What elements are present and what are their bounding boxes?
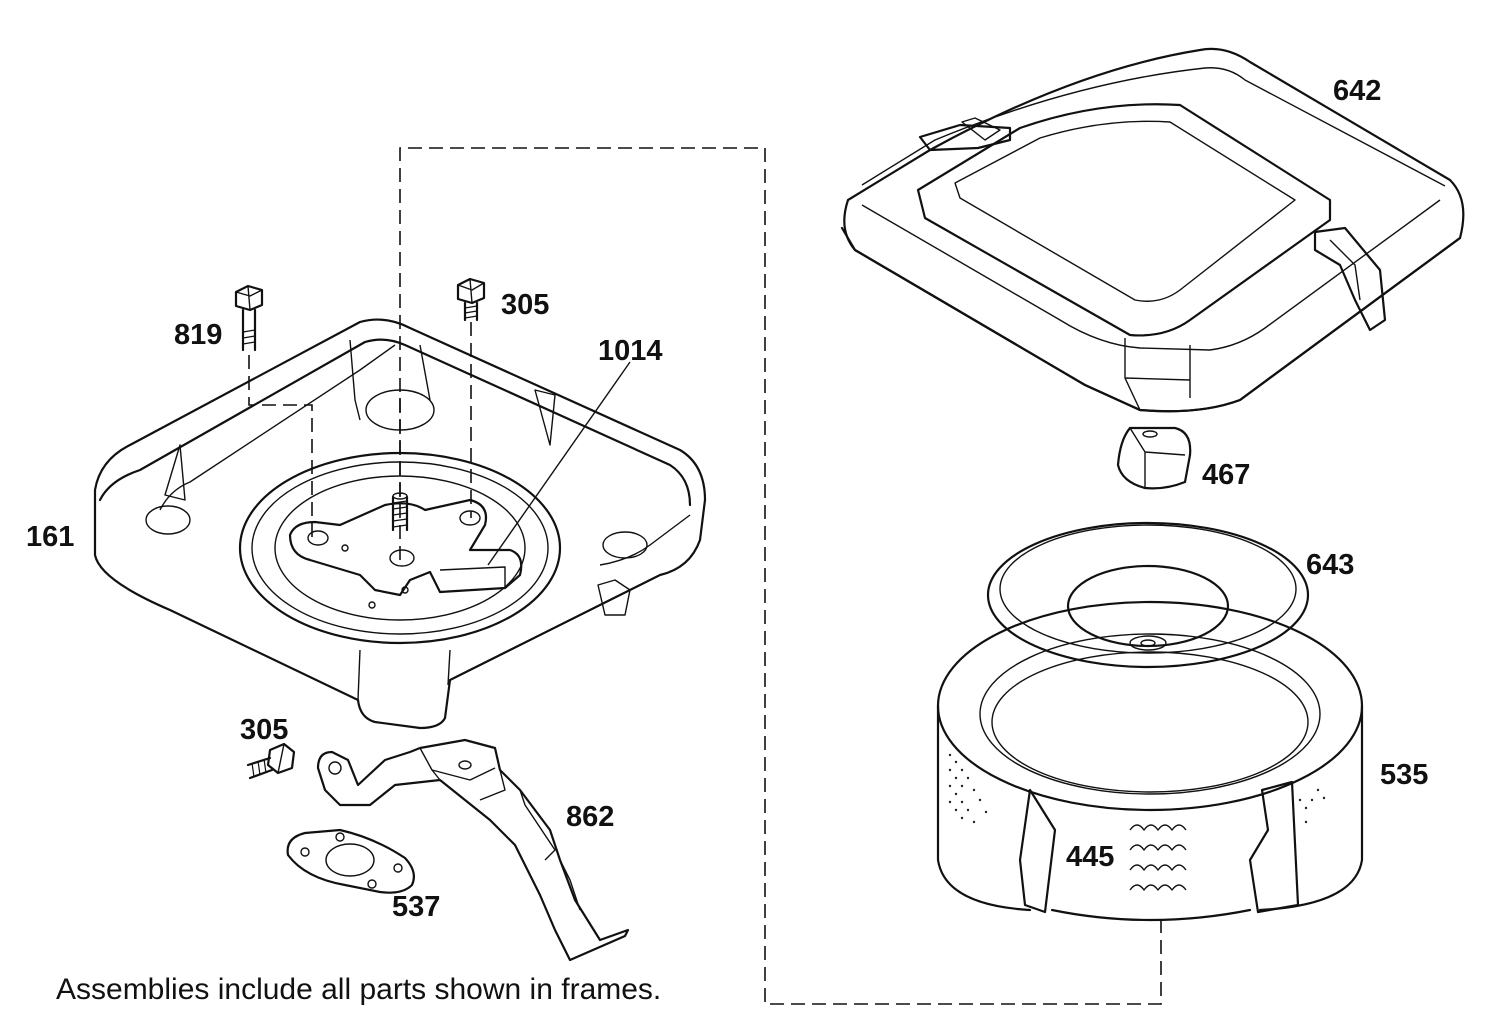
air-filter-cartridge [936, 600, 1364, 922]
air-cleaner-cover [840, 47, 1465, 413]
gasket [286, 828, 415, 894]
label-642: 642 [1333, 75, 1381, 107]
leader-lines [248, 322, 631, 566]
precleaner-cap [986, 521, 1310, 669]
label-1014: 1014 [598, 335, 663, 367]
part-labels: 642 467 643 535 445 161 819 305 1014 305… [26, 75, 1428, 923]
label-305-bottom: 305 [240, 714, 288, 746]
wing-knob [1116, 426, 1192, 490]
label-862: 862 [566, 801, 614, 833]
label-643: 643 [1306, 549, 1354, 581]
caption: Assemblies include all parts shown in fr… [56, 973, 661, 1006]
screw-bottom [246, 742, 296, 780]
label-819: 819 [174, 319, 222, 351]
label-467: 467 [1202, 459, 1250, 491]
bolt [234, 284, 264, 352]
label-535: 535 [1380, 759, 1428, 791]
assembly-frame [399, 147, 1162, 1005]
label-445: 445 [1066, 841, 1114, 873]
bracket [316, 738, 630, 962]
label-305-top: 305 [501, 289, 549, 321]
stud-thread [392, 500, 408, 528]
breather-plate [288, 492, 523, 609]
screw-top [456, 277, 486, 322]
precleaner-foam-texture [1129, 824, 1187, 891]
pleat-texture [948, 753, 1326, 824]
label-161: 161 [26, 521, 74, 553]
air-cleaner-base [93, 318, 707, 730]
label-537: 537 [392, 891, 440, 923]
